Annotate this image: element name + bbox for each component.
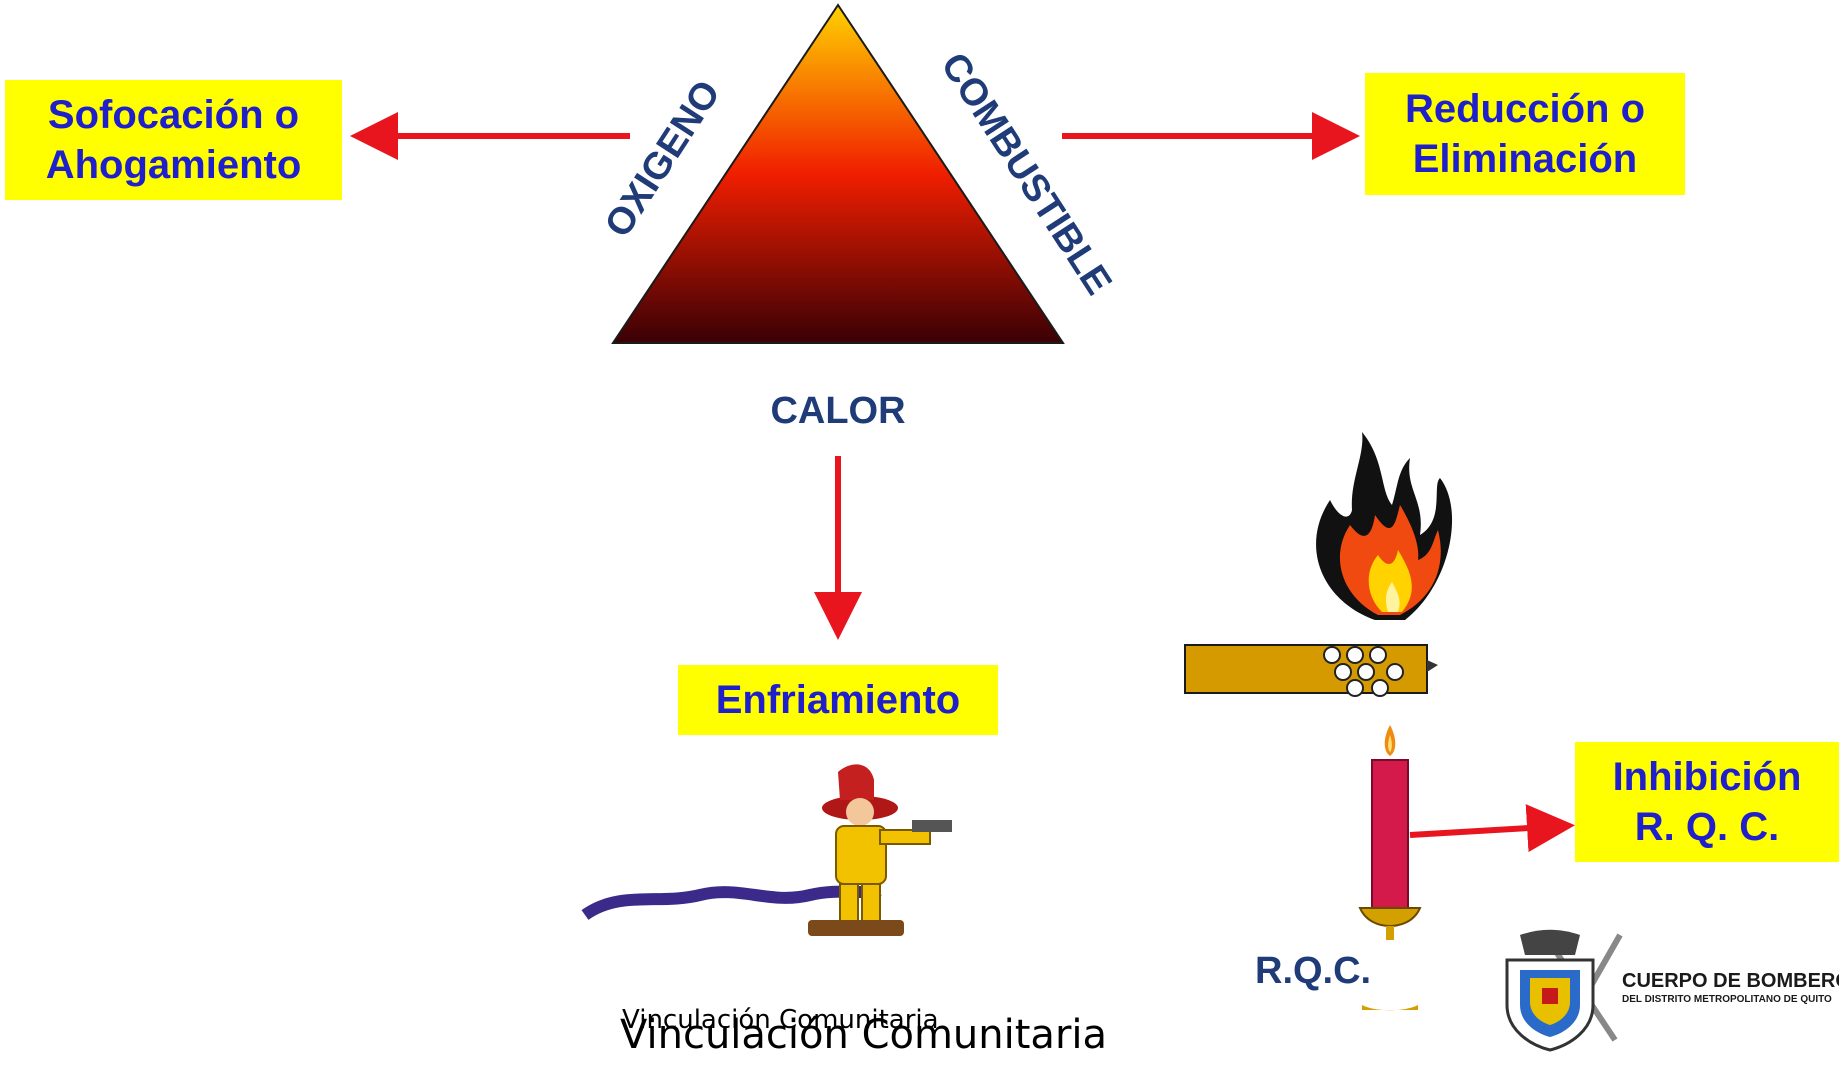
footer-text-large: Vinculación Comunitaria [620,1012,1108,1058]
reduccion-line-1: Reducción o [1404,87,1646,131]
fire-department-shield-icon [1505,929,1623,1052]
flame-icon [1316,432,1453,620]
enfriamiento-box: Enfriamiento [678,665,998,735]
reduccion-line-2: Eliminación [1412,137,1638,181]
sofocacion-line-1: Sofocación o [47,93,300,137]
calor-label: CALOR [770,390,906,432]
sofocacion-line-2: Ahogamiento [45,143,302,187]
firefighter-hose-icon [581,764,952,936]
fire-triangle-icon [611,3,1065,344]
logo-line-2: DEL DISTRITO METROPOLITANO DE QUITO [1622,994,1832,1005]
logo-line-1: CUERPO DE BOMBEROS [1622,970,1839,992]
inhibicion-line-1: Inhibición [1612,755,1802,799]
candle-icon [1358,725,1422,1011]
rqc-label: R.Q.C. [1255,950,1372,992]
reduccion-box: Reducción o Eliminación [1365,73,1685,195]
arrow-to-inhibicion [1409,804,1575,853]
inhibicion-line-2: R. Q. C. [1634,805,1780,849]
enfriamiento-label: Enfriamiento [715,678,961,722]
burning-log-icon [1184,644,1438,697]
sofocacion-box: Sofocación o Ahogamiento [5,80,342,200]
inhibicion-box: Inhibición R. Q. C. [1575,742,1839,862]
footer-text-small: Vinculación Comunitaria [622,1005,939,1035]
